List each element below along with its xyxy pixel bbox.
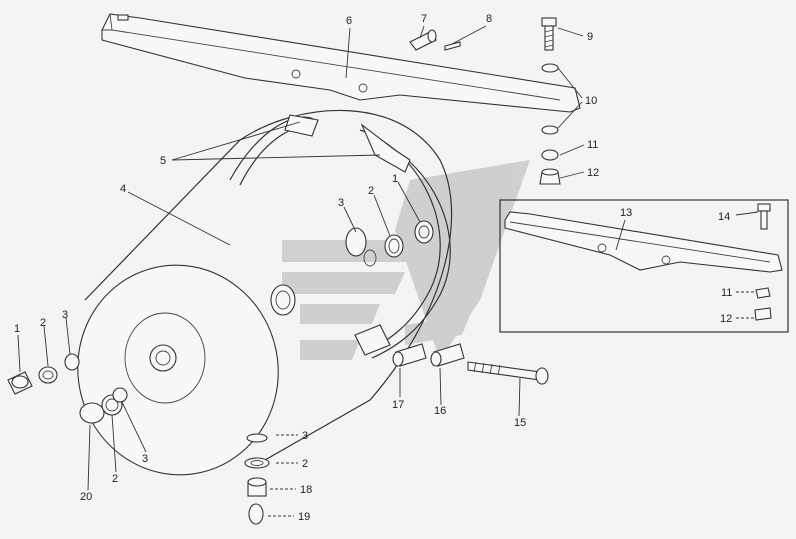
- callout-12-inset: 12: [720, 313, 732, 325]
- callout-6: 6: [346, 15, 352, 27]
- parts-right-1-2-3: [345, 220, 434, 267]
- callout-16: 16: [434, 405, 446, 417]
- callout-9: 9: [587, 31, 593, 43]
- drum-body: [77, 109, 453, 476]
- lever-6: [101, 13, 581, 113]
- callout-labels: 6 7 8 9 10 11 12 5 4 3 2 1 13 14 11 12 1…: [14, 13, 732, 523]
- callout-7: 7: [421, 13, 427, 25]
- parts-bottom: [244, 433, 270, 525]
- bolt-15: [467, 361, 549, 385]
- callout-3-right: 3: [338, 197, 344, 209]
- callout-2-lower: 2: [112, 473, 118, 485]
- parts-left: [7, 353, 128, 424]
- callout-12-main: 12: [587, 167, 599, 179]
- callout-3-left: 3: [62, 309, 68, 321]
- callout-5: 5: [160, 155, 166, 167]
- callout-1-right: 1: [392, 173, 398, 185]
- callout-19: 19: [298, 511, 310, 523]
- callout-11-main: 11: [587, 139, 598, 151]
- callout-20: 20: [80, 491, 92, 503]
- callout-3-bottom: 3: [302, 430, 308, 442]
- callout-11-inset: 11: [721, 287, 732, 299]
- part-8: [444, 41, 461, 51]
- callout-13: 13: [620, 207, 632, 219]
- leader-lines: [17, 25, 759, 517]
- washers-10: [541, 63, 559, 135]
- watermark-logo: [282, 160, 530, 360]
- callout-1-left: 1: [14, 323, 20, 335]
- nut-12: [539, 168, 561, 185]
- callout-2-right: 2: [368, 185, 374, 197]
- callout-8: 8: [486, 13, 492, 25]
- brake-band: [229, 114, 451, 359]
- callout-17: 17: [392, 399, 404, 411]
- callout-2-left: 2: [40, 317, 46, 329]
- callout-2-bottom: 2: [302, 458, 308, 470]
- callout-14: 14: [718, 211, 730, 223]
- bolt-9: [541, 17, 557, 51]
- callout-4: 4: [120, 183, 126, 195]
- inset-box: [499, 199, 789, 333]
- callout-10: 10: [585, 95, 597, 107]
- callout-18: 18: [300, 484, 312, 496]
- callout-15: 15: [514, 417, 526, 429]
- pin-7: [409, 29, 437, 51]
- callout-3-lower: 3: [142, 453, 148, 465]
- washer-11: [541, 149, 559, 161]
- pins-16-17: [392, 343, 465, 367]
